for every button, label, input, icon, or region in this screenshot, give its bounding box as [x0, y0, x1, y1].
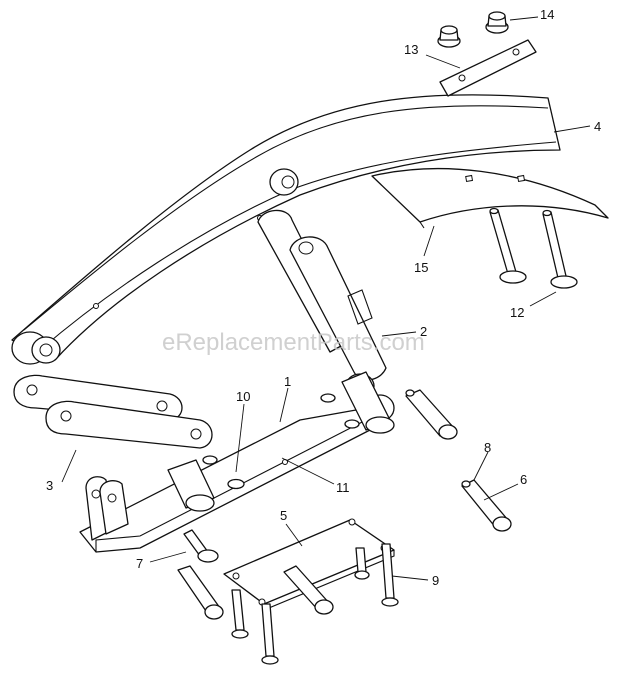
callout-label-11: 11: [336, 480, 350, 495]
callout-1: 1: [279, 374, 291, 423]
callout-3: 3: [46, 449, 77, 493]
callout-12: 12: [510, 291, 557, 320]
callout-label-5: 5: [280, 508, 287, 523]
callout-2: 2: [381, 324, 427, 339]
callout-label-7: 7: [136, 556, 143, 571]
callout-7: 7: [136, 551, 187, 571]
part-5-lower-plate: [177, 518, 395, 620]
callout-label-4: 4: [594, 119, 601, 134]
callout-label-3: 3: [46, 478, 53, 493]
callout-label-14: 14: [540, 7, 554, 22]
callout-15: 15: [414, 225, 435, 275]
callout-8: 8: [473, 440, 491, 481]
callout-9: 9: [391, 573, 439, 588]
callout-label-1: 1: [284, 374, 291, 389]
part-4-curved-arm: [11, 94, 561, 365]
callout-10: 10: [235, 389, 250, 473]
part-3-short-links: [13, 374, 213, 449]
part-7-clevis-pin: [183, 529, 219, 563]
watermark-text: eReplacementParts.com: [162, 329, 425, 356]
callout-label-8: 8: [484, 440, 491, 455]
callout-5: 5: [280, 508, 303, 547]
callout-13: 13: [404, 42, 461, 69]
part-12-carriage-bolts: [489, 207, 578, 289]
callout-label-9: 9: [432, 573, 439, 588]
part-1-main-bracket: [79, 371, 395, 553]
part-13-strap-plate: [439, 39, 537, 97]
callout-4: 4: [553, 119, 601, 134]
part-9-hex-bolts: [231, 543, 399, 665]
callout-label-2: 2: [420, 324, 427, 339]
callout-14: 14: [509, 7, 554, 22]
part-15-curved-plate: [371, 167, 609, 229]
callout-label-12: 12: [510, 305, 524, 320]
callout-label-15: 15: [414, 260, 428, 275]
callout-label-6: 6: [520, 472, 527, 487]
callout-11: 11: [281, 457, 350, 495]
callout-label-10: 10: [236, 389, 250, 404]
callout-label-13: 13: [404, 42, 418, 57]
part-6-clevis-pin-right: [461, 479, 512, 532]
part-14-flange-nuts: [437, 11, 509, 48]
part-6-clevis-pin-upper: [405, 389, 458, 440]
callout-6: 6: [483, 472, 527, 501]
